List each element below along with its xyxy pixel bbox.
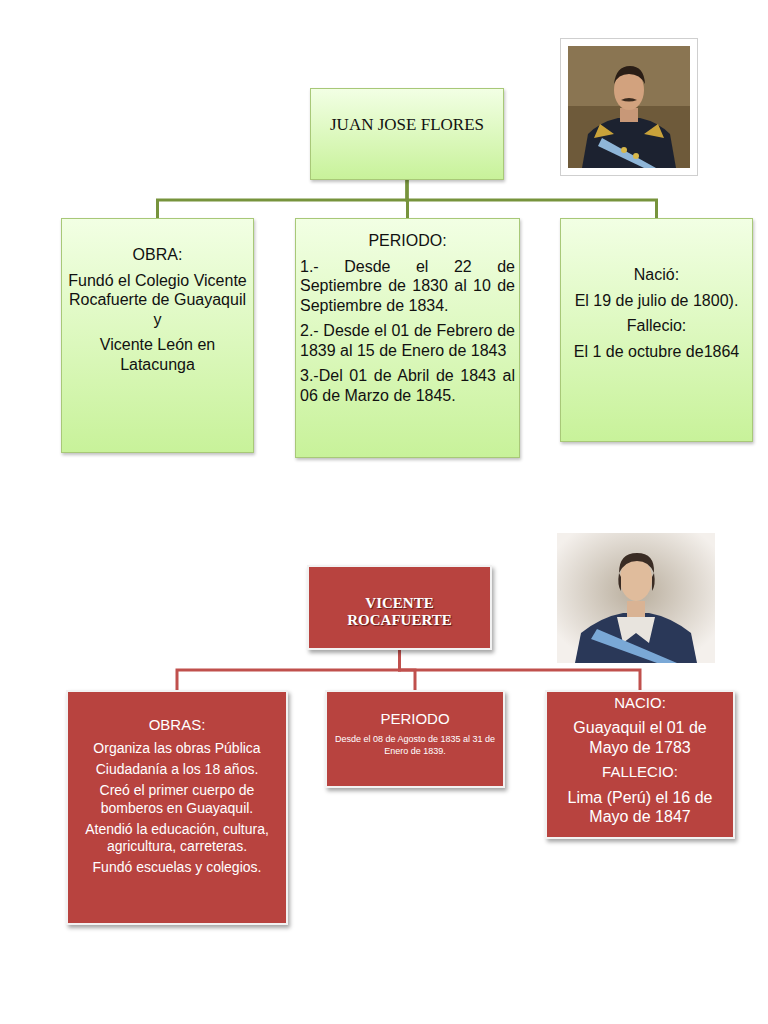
box-text: Fundó el Colegio Vicente Rocafuerte de G… [68, 271, 247, 330]
box-text: El 1 de octubre de1864 [567, 342, 746, 362]
portrait-flores [560, 38, 698, 176]
box-text: 3.-Del 01 de Abril de 1843 al 06 de Marz… [300, 366, 515, 405]
flores-box: JUAN JOSE FLORES [310, 88, 504, 180]
flores-box: PERIODO: 1.- Desde el 22 de Septiembre de… [295, 218, 520, 458]
rocafuerte-box: PERIODO Desde el 08 de Agosto de 1835 al … [325, 690, 505, 788]
box-text: Organiza las obras Pública [70, 740, 284, 757]
box-text: Desde el 08 de Agosto de 1835 al 31 de E… [333, 734, 497, 757]
box-text: Guayaquil el 01 de Mayo de 1783 [553, 718, 727, 757]
box-text: Fundó escuelas y colegios. [70, 859, 284, 876]
tree-connector [158, 180, 408, 218]
flores-box: Nació: El 19 de julio de 1800). Fallecio: E… [560, 218, 753, 442]
box-text: Lima (Perú) el 16 de Mayo de 1847 [553, 788, 727, 827]
box-text: FALLECIO: [553, 763, 727, 781]
box-heading: NACIO: [553, 694, 727, 712]
box-text: Ciudadanía a los 18 años. [70, 761, 284, 778]
box-text: Fallecio: [567, 316, 746, 336]
box-text: 2.- Desde el 01 de Febrero de 1839 al 15… [300, 321, 515, 360]
box-text: Atendió la educación, cultura, agricultu… [70, 821, 284, 855]
rocafuerte-box: NACIO: Guayaquil el 01 de Mayo de 1783FAL… [545, 690, 735, 839]
box-text: Creó el primer cuerpo de bomberos en Gua… [70, 782, 284, 816]
box-heading: VICENTE ROCAFUERTE [315, 595, 484, 628]
box-heading: PERIODO: [300, 231, 515, 251]
box-text: El 19 de julio de 1800). [567, 291, 746, 311]
box-heading: PERIODO [333, 710, 497, 728]
flores-box: OBRA: Fundó el Colegio Vicente Rocafuerte… [61, 218, 254, 453]
box-heading: JUAN JOSE FLORES [317, 115, 497, 135]
box-text: Vicente León en Latacunga [68, 335, 247, 374]
box-heading: OBRAS: [70, 716, 284, 734]
portrait-rocafuerte [557, 533, 715, 663]
box-text: 1.- Desde el 22 de Septiembre de 1830 al… [300, 257, 515, 316]
rocafuerte-box: VICENTE ROCAFUERTE [307, 565, 492, 650]
box-heading: OBRA: [68, 245, 247, 265]
tree-connector [407, 180, 657, 218]
tree-connector [177, 650, 400, 690]
rocafuerte-box: OBRAS: Organiza las obras PúblicaCiudadan… [66, 690, 288, 925]
box-heading: Nació: [567, 265, 746, 285]
